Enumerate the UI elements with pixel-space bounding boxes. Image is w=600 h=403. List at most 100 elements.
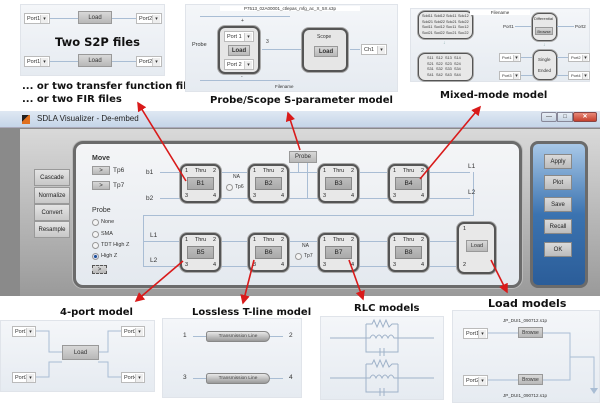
block-button[interactable]: B7 xyxy=(325,246,352,259)
block-button[interactable]: B6 xyxy=(255,246,282,259)
matrix-row: Sdd21Sdd22Sdc21Sdc22 xyxy=(422,20,470,26)
l2-bottom-label: L2 xyxy=(150,257,158,264)
mm-port1: Port1 xyxy=(503,24,514,29)
matrix-cell: S23 xyxy=(445,61,452,66)
port-num: 1 xyxy=(185,168,189,174)
chevron-down-icon: ▾ xyxy=(582,55,588,61)
inductor-icon xyxy=(366,374,398,380)
l1-top-label: L1 xyxy=(468,163,476,170)
probe-scope-line xyxy=(262,49,302,50)
save-button[interactable]: Save xyxy=(544,197,572,212)
matrix-cell: Scd12 xyxy=(434,25,445,29)
fp-port3-select[interactable]: Port3▾ xyxy=(12,372,36,383)
fp-load-button[interactable]: Load xyxy=(62,345,99,360)
na-label-top: NA xyxy=(233,174,240,180)
chevron-down-icon: ▾ xyxy=(26,328,34,336)
port2-select[interactable]: Port2▾ xyxy=(136,56,162,67)
tp7-radio[interactable] xyxy=(295,253,302,260)
differential-label: Differential xyxy=(534,16,554,21)
probe-none-label: None xyxy=(101,219,115,225)
maximize-button[interactable]: □ xyxy=(557,112,573,122)
block-button[interactable]: B5 xyxy=(187,246,214,259)
fp-port1-select[interactable]: Port1▾ xyxy=(12,326,36,337)
fp-port4-select[interactable]: Port4▾ xyxy=(121,372,145,383)
probe-tdt-radio[interactable] xyxy=(92,242,99,249)
four-port-wires xyxy=(36,330,121,378)
s2p-caption: Two S2P files xyxy=(55,35,140,49)
move-tp6-button[interactable]: > xyxy=(92,166,110,175)
block-button[interactable]: B8 xyxy=(395,246,422,259)
matrix-cell: Sdc12 xyxy=(458,14,469,18)
rlc-circuits xyxy=(330,318,434,396)
port1-select[interactable]: Port1▾ xyxy=(24,56,50,67)
chevron-down-icon: ▾ xyxy=(152,15,160,23)
browse-button-1[interactable]: Browse xyxy=(518,327,543,338)
arrow-mixed xyxy=(419,105,482,180)
probe-button[interactable]: Probe xyxy=(289,151,317,163)
convert-button[interactable]: Convert xyxy=(34,204,70,221)
normalize-button[interactable]: Normalize xyxy=(34,187,70,204)
minimize-button[interactable]: — xyxy=(541,112,557,122)
port-num: 1 xyxy=(323,168,327,174)
load-button[interactable]: Load xyxy=(78,11,112,24)
apply-button[interactable]: Apply xyxy=(544,154,572,169)
port1-select[interactable]: Port1▾ xyxy=(24,13,50,24)
probe-apply-button[interactable]: > xyxy=(92,265,107,274)
probe-port2-select[interactable]: Port 2▾ xyxy=(224,59,254,70)
block-mode: Thru xyxy=(262,168,275,174)
port-num: 4 xyxy=(280,262,284,268)
probe-sma-radio[interactable] xyxy=(92,231,99,238)
port2-select[interactable]: Port2▾ xyxy=(136,13,162,24)
close-button[interactable]: ✕ xyxy=(573,112,597,122)
matrix-cell: Sdc21 xyxy=(446,19,457,24)
plot-button[interactable]: Plot xyxy=(544,175,572,190)
ok-button[interactable]: OK xyxy=(544,242,572,257)
scope-load-button[interactable]: Load xyxy=(314,46,338,57)
plus-line xyxy=(200,16,290,17)
single-label: Single xyxy=(538,57,551,62)
block-button[interactable]: B2 xyxy=(255,177,282,190)
mm-port3-select[interactable]: Port3▾ xyxy=(499,71,521,80)
fp-port2-select[interactable]: Port2▾ xyxy=(121,326,145,337)
matlab-logo-icon xyxy=(22,115,30,124)
probe-none-radio[interactable] xyxy=(92,219,99,226)
arrow-tline xyxy=(240,259,255,305)
lm-port2-select[interactable]: Port2▾ xyxy=(463,375,488,386)
load-button[interactable]: Load xyxy=(78,54,112,67)
load-block-button[interactable]: Load xyxy=(466,240,488,252)
mm-browse-button[interactable]: Browse xyxy=(535,27,553,35)
mm-port1-select[interactable]: Port1▾ xyxy=(499,53,521,62)
block-button[interactable]: B1 xyxy=(187,177,214,190)
probe-load-button[interactable]: Load xyxy=(228,45,250,56)
b1-line xyxy=(160,172,470,173)
channel-select[interactable]: Ch1▾ xyxy=(361,44,387,55)
port-num: 4 xyxy=(212,193,216,199)
move-tp7-button[interactable]: > xyxy=(92,181,110,190)
browse-button-2[interactable]: Browse xyxy=(518,374,543,385)
b1-label: b1 xyxy=(146,169,154,176)
arrow-rlc xyxy=(348,259,365,301)
probe-highz-radio[interactable] xyxy=(92,253,99,260)
matrix-cell: S13 xyxy=(445,56,452,60)
cascade-button[interactable]: Cascade xyxy=(34,169,70,186)
matrix-cell: S22 xyxy=(436,61,443,66)
tp6-radio[interactable] xyxy=(226,184,233,191)
block-button[interactable]: B4 xyxy=(395,177,422,190)
mm-port4-select[interactable]: Port4▾ xyxy=(568,71,590,80)
mm-port2-select[interactable]: Port2▾ xyxy=(568,53,590,62)
block-button[interactable]: B3 xyxy=(325,177,352,190)
tp7-label: Tp7 xyxy=(113,182,125,189)
scope-label: Scope xyxy=(317,34,332,40)
matrix-cell: Sdd11 xyxy=(422,14,433,18)
down-arrow-icon: ↓ xyxy=(543,42,546,48)
lm-port1-select[interactable]: Port1▾ xyxy=(463,328,488,339)
probe-port1-select[interactable]: Port 1▾ xyxy=(224,31,254,42)
resample-button[interactable]: Resample xyxy=(34,221,70,238)
load-models-caption: Load models xyxy=(488,297,567,310)
port-num: 2 xyxy=(280,168,284,174)
block-mode: Thru xyxy=(402,237,415,243)
recall-button[interactable]: Recall xyxy=(544,219,572,234)
chevron-down-icon: ▾ xyxy=(40,15,48,23)
